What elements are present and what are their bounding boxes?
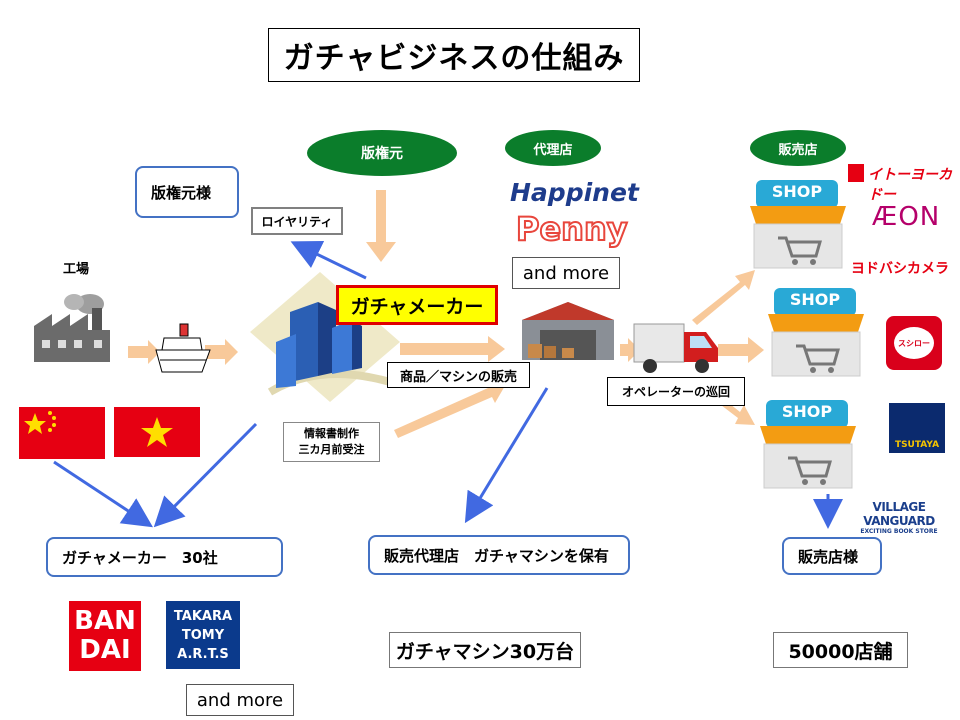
agency-pill-label: 代理店	[533, 142, 573, 158]
takara-tomy-logo: TAKARA TOMY A.R.T.S	[166, 601, 240, 669]
bandai-logo-line-2: DAI	[79, 635, 131, 665]
aeon-logo: ÆON	[872, 202, 941, 232]
shop-icon-1	[750, 180, 846, 269]
agency-pill: 代理店	[505, 130, 601, 166]
vietnam-flag-icon	[114, 407, 200, 457]
happinet-logo: Happinet	[510, 178, 639, 207]
warehouse-icon	[522, 302, 614, 360]
info-line-1: 情報書制作	[304, 427, 359, 440]
stores-count-box: 50000店舗	[773, 632, 908, 668]
takara-tomy-line-3: A.R.T.S	[177, 646, 229, 662]
machines-count-box: ガチャマシン30万台	[389, 632, 581, 668]
ship-icon	[155, 323, 211, 373]
makers-count-box: ガチャメーカー 30社	[46, 537, 283, 577]
village-vanguard-name: VILLAGE VANGUARD	[863, 500, 935, 528]
tsutaya-logo-text: TSUTAYA	[894, 440, 940, 450]
licensor-box: 版権元様	[135, 166, 239, 218]
royalty-box: ロイヤリティ	[251, 207, 343, 235]
ito-yokado-bird-icon	[848, 164, 864, 182]
penny-logo: Penny	[515, 209, 629, 249]
sushiro-logo: スシロー	[886, 316, 942, 370]
village-vanguard-logo: VILLAGE VANGUARD EXCITING BOOK STORE	[843, 500, 955, 535]
blue-arrows	[53, 240, 843, 529]
store-pill-label: 販売店	[778, 142, 818, 158]
ito-yokado-logo: イトーヨーカドー	[868, 167, 952, 203]
agency-box: 販売代理店 ガチャマシンを保有	[368, 535, 630, 575]
shop-icon-2	[768, 288, 864, 377]
shop-sign-1: SHOP	[771, 182, 823, 201]
shop-icon-3	[760, 400, 856, 489]
maker-building-icon	[250, 272, 400, 402]
operator-box: オペレーターの巡回	[607, 377, 745, 406]
page-title: ガチャビジネスの仕組み	[268, 28, 640, 82]
tsutaya-logo: TSUTAYA	[889, 403, 945, 453]
village-vanguard-sub: EXCITING BOOK STORE	[860, 528, 938, 535]
info-line-2: 三カ月前受注	[298, 443, 365, 456]
licensor-pill: 版権元	[307, 130, 457, 176]
sushiro-logo-text: スシロー	[894, 327, 934, 359]
factory-label: 工場	[63, 262, 90, 277]
bandai-logo-line-1: BAN	[74, 606, 136, 636]
china-flag-icon	[19, 407, 105, 459]
licensor-pill-label: 版権元	[361, 146, 403, 162]
info-box: 情報書制作 三カ月前受注	[283, 422, 380, 462]
shop-sign-2: SHOP	[789, 290, 841, 309]
stores-box: 販売店様	[782, 537, 882, 575]
store-pill: 販売店	[750, 130, 846, 166]
shop-sign-3: SHOP	[781, 402, 833, 421]
takara-tomy-line-2: TOMY	[181, 627, 225, 643]
product-sales-box: 商品／マシンの販売	[387, 362, 530, 388]
factory-icon	[34, 294, 110, 362]
bandai-logo: BAN DAI	[69, 601, 141, 671]
yodobashi-logo: ヨドバシカメラ	[851, 261, 949, 277]
and-more-agency: and more	[512, 257, 620, 289]
gacha-maker-box: ガチャメーカー	[336, 285, 498, 325]
and-more-makers: and more	[186, 684, 294, 716]
takara-tomy-line-1: TAKARA	[173, 608, 233, 624]
truck-icon	[633, 323, 718, 373]
